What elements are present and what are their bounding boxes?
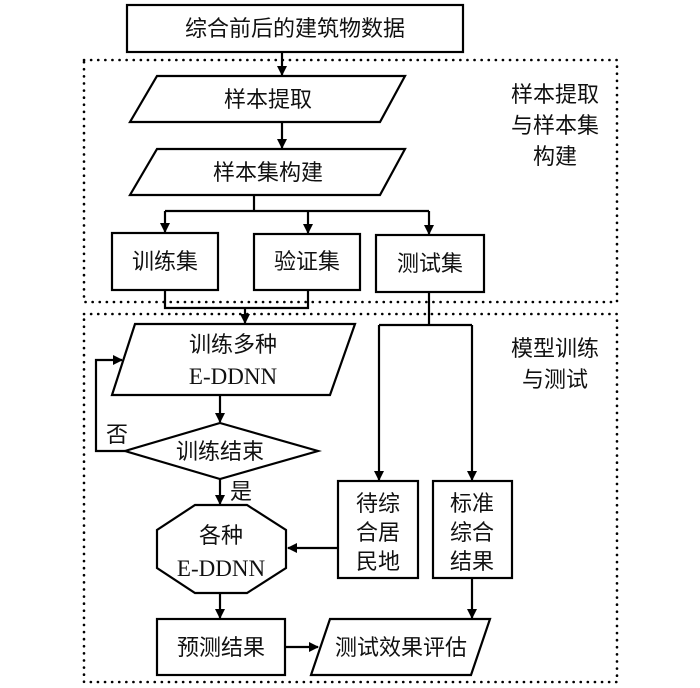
edge-label-yes: 是: [230, 480, 252, 505]
node-train-models: 训练多种 E-DDNN: [110, 322, 357, 397]
node-pending-line1: 待综: [356, 492, 400, 517]
group-sample-extraction: [82, 58, 619, 304]
node-evaluation-label: 测试效果评估: [335, 636, 467, 661]
node-models: 各种 E-DDNN: [155, 503, 288, 595]
node-training-done-label: 训练结束: [176, 440, 264, 465]
node-standard-line1: 标准: [450, 492, 494, 517]
node-sample-extraction: 样本提取: [128, 74, 407, 124]
node-train-models-line1: 训练多种: [189, 333, 277, 358]
group1-label-line2: 与样本集: [511, 114, 599, 139]
node-test-set: 测试集: [374, 233, 486, 294]
node-prediction-label: 预测结果: [177, 636, 265, 661]
node-input-data: 综合前后的建筑物数据: [125, 3, 465, 54]
node-test-set-label: 测试集: [397, 252, 463, 277]
node-standard-line2: 综合: [450, 521, 494, 546]
node-training-set: 训练集: [110, 231, 220, 292]
node-sample-set-build-label: 样本集构建: [213, 161, 323, 186]
node-models-line1: 各种: [199, 524, 243, 549]
node-validation-set-label: 验证集: [274, 250, 340, 275]
node-sample-set-build: 样本集构建: [128, 147, 407, 197]
node-pending-line2: 合居: [356, 521, 400, 546]
node-standard: 标准 综合 结果: [431, 479, 514, 580]
edge-merge-train-validation: [163, 290, 310, 310]
node-pending: 待综 合居 民地: [336, 479, 420, 580]
node-sample-extraction-label: 样本提取: [224, 88, 312, 113]
node-validation-set: 验证集: [252, 232, 362, 292]
node-standard-line3: 结果: [450, 550, 494, 575]
group1-label-line3: 构建: [533, 145, 577, 170]
group2-label-line2: 与测试: [522, 368, 588, 393]
group2-label-line1: 模型训练: [511, 337, 599, 362]
node-evaluation: 测试效果评估: [309, 617, 492, 677]
group-model-training: [82, 312, 619, 684]
node-input-data-label: 综合前后的建筑物数据: [185, 17, 405, 42]
node-models-line2: E-DDNN: [177, 556, 266, 581]
node-training-done: 训练结束: [121, 421, 323, 481]
group1-label-line1: 样本提取: [511, 83, 599, 108]
node-pending-line3: 民地: [356, 550, 400, 575]
edge-loop-no: [94, 355, 125, 453]
edge-label-no: 否: [106, 423, 128, 448]
node-training-set-label: 训练集: [132, 250, 198, 275]
node-train-models-line2: E-DDNN: [189, 364, 278, 389]
node-prediction: 预测结果: [155, 617, 287, 677]
